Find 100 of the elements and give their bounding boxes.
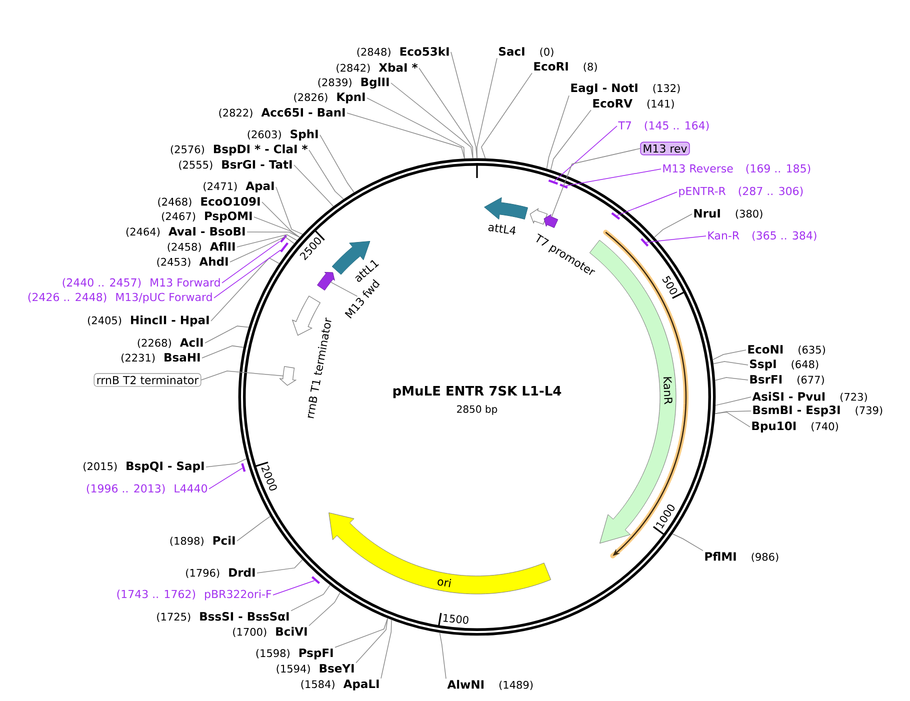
leader-line xyxy=(236,234,298,248)
leader-line xyxy=(616,192,678,216)
feature-label: rrnB T1 terminator xyxy=(308,318,332,418)
leader-line xyxy=(308,592,340,626)
primer-label: (2440 .. 2457) M13 Forward xyxy=(62,278,220,288)
enzyme-site-label: (2231) BsaHI xyxy=(122,353,200,363)
primer-label: (2426 .. 2448) M13/pUC Forward xyxy=(28,292,212,304)
leader-line xyxy=(450,52,478,159)
leader-line xyxy=(380,619,392,679)
enzyme-site-label: (2458) AflII xyxy=(168,242,235,252)
primer-site-mark xyxy=(241,463,246,472)
enzyme-site-label: EcoRI (8) xyxy=(534,62,597,72)
enzyme-site-label: AlwNI (1489) xyxy=(447,680,533,690)
enzyme-site-label: (1584) ApaLI xyxy=(301,680,379,690)
enzyme-site-label: (2839) BglII xyxy=(318,77,389,89)
enzyme-site-label: (1594) BseYI xyxy=(276,664,354,674)
leader-line xyxy=(272,580,315,596)
enzyme-site-label: (2603) SphI xyxy=(248,129,318,141)
leader-line xyxy=(256,559,303,574)
primer-site-mark xyxy=(560,184,568,189)
primer-label: (1996 .. 2013) L4440 xyxy=(86,484,208,494)
leader-line xyxy=(214,250,281,298)
enzyme-site-label: BsrFI (677) xyxy=(750,375,824,385)
leader-line xyxy=(346,112,465,159)
enzyme-site-label: (2467) PspOMI xyxy=(162,212,252,222)
enzyme-site-label: (1898) PciI xyxy=(170,536,235,546)
sequence-length: 2850 bp xyxy=(457,405,498,415)
leader-line xyxy=(646,236,706,243)
leader-line xyxy=(236,516,271,542)
enzyme-site-label: (2015) BspQI - SapI xyxy=(84,462,204,472)
leader-line xyxy=(714,377,748,381)
feature-label-box: M13 rev xyxy=(640,142,690,156)
enzyme-site-label: (1796) DrdI xyxy=(186,568,255,578)
primer-site-mark xyxy=(611,212,620,220)
leader-line xyxy=(210,257,280,322)
enzyme-site-label: EagI - NotI (132) xyxy=(571,84,680,94)
enzyme-site-label: (2555) BsrGI - TatI xyxy=(179,160,292,170)
enzyme-site-label: EcoRV (141) xyxy=(593,99,674,109)
primer-label: M13 Reverse (169 .. 185) xyxy=(663,164,810,174)
scale-label: 1500 xyxy=(443,614,468,624)
enzyme-site-label: (2405) HincII - HpaI xyxy=(88,315,209,327)
leader-line xyxy=(672,534,704,552)
leader-line xyxy=(330,282,358,297)
enzyme-site-label: EcoNI (635) xyxy=(748,345,825,355)
enzyme-site-label: (2464) AvaI - BsoBI xyxy=(126,227,245,237)
leader-line xyxy=(713,361,748,366)
sequence-feature xyxy=(544,214,558,228)
sequence-feature: ori xyxy=(328,512,552,594)
enzyme-site-label: (2453) AhdI xyxy=(157,256,228,268)
primer-site-mark xyxy=(640,238,649,247)
enzyme-site-label: (1598) PspFI xyxy=(256,648,333,660)
sequence-feature xyxy=(530,208,548,225)
enzyme-site-label: (1700) BciVI xyxy=(233,626,307,638)
leader-line xyxy=(204,326,250,344)
enzyme-site-label: (2468) EcoO109I xyxy=(158,197,260,207)
enzyme-site-label: (2826) KpnI xyxy=(294,92,365,104)
leader-line xyxy=(208,468,243,490)
feature-label-box: rrnB T2 terminator xyxy=(94,373,202,387)
feature-label: attL4 xyxy=(488,224,516,235)
primer-label: (1743 .. 1762) pBR322ori-F xyxy=(117,590,272,600)
sequence-feature xyxy=(317,272,335,291)
leader-line xyxy=(566,168,662,186)
primer-site-mark xyxy=(280,242,289,252)
leader-line xyxy=(476,58,498,159)
leader-line xyxy=(206,458,247,468)
enzyme-site-label: (2471) ApaI xyxy=(204,182,274,192)
leader-line xyxy=(254,216,300,238)
leader-line xyxy=(262,202,300,238)
leader-line xyxy=(334,618,388,648)
leader-line xyxy=(202,345,244,358)
primer-site-mark xyxy=(548,179,558,185)
enzyme-site-label: BsmBI - Esp3I (739) xyxy=(753,406,882,416)
enzyme-site-label: AsiSI - PvuI (723) xyxy=(752,392,867,402)
enzyme-site-label: (2848) Eco53kI xyxy=(357,46,449,58)
sequence-feature xyxy=(278,366,297,386)
scale-label: 2000 xyxy=(261,465,277,491)
leader-line xyxy=(550,110,592,170)
leader-line xyxy=(276,186,303,235)
leader-line xyxy=(418,68,474,159)
leader-line xyxy=(654,214,692,238)
leader-line xyxy=(546,95,570,170)
leader-line xyxy=(356,618,388,664)
enzyme-site-label: (1725) BssSI - BssSαI xyxy=(157,612,289,622)
leader-line xyxy=(715,396,752,406)
leader-line xyxy=(554,126,618,182)
enzyme-site-label: (2576) BspDI * - ClaI * xyxy=(170,144,308,156)
primer-label: Kan-R (365 .. 384) xyxy=(708,231,816,241)
primer-site-mark xyxy=(311,576,320,584)
primer-label: pENTR-R (287 .. 306) xyxy=(679,186,803,198)
enzyme-site-label: SacI (0) xyxy=(499,47,554,57)
enzyme-site-label: (2842) XbaI * xyxy=(336,62,418,74)
enzyme-site-label: (2822) Acc65I - BanI xyxy=(219,108,345,118)
leader-line xyxy=(320,134,354,193)
leader-line xyxy=(290,584,330,612)
enzyme-site-label: Bpu10I (740) xyxy=(752,422,838,432)
leader-line xyxy=(308,150,344,200)
leader-line xyxy=(712,350,746,360)
leader-line xyxy=(551,148,641,218)
leader-line xyxy=(481,72,532,159)
leader-line xyxy=(230,236,295,262)
